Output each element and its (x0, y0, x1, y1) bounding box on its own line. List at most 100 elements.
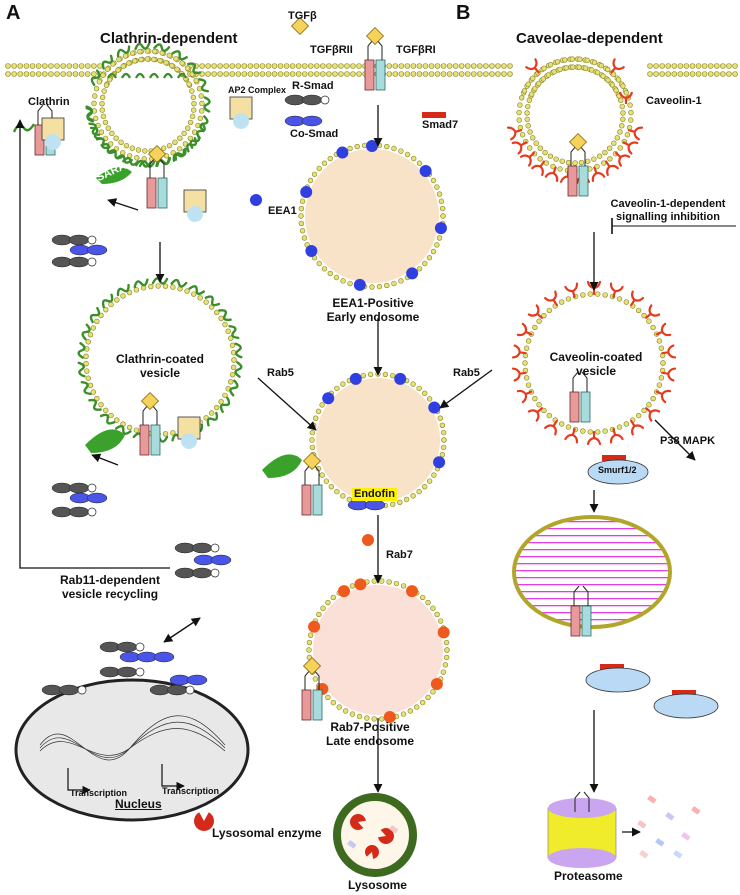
lipid-head (665, 71, 672, 77)
receptor-ectodomain (570, 145, 586, 166)
lipid-head (546, 412, 553, 419)
lipid-head (422, 260, 428, 267)
lipid-head (114, 297, 120, 303)
arrow-ccv-to-endosome (257, 377, 317, 431)
lipid-head (163, 60, 169, 66)
lipid-head (208, 410, 215, 416)
lipid-head (247, 71, 254, 77)
lysosome (333, 793, 417, 877)
degraded-fragment (655, 838, 665, 847)
lipid-head (440, 213, 446, 219)
lipid-head (536, 318, 542, 324)
clathrin-label: Clathrin (28, 96, 70, 108)
lipid-head (546, 307, 553, 314)
caveolin-dimer (645, 407, 661, 422)
lipid-head (98, 129, 105, 135)
lipid-head (29, 71, 36, 77)
lipid-head (326, 63, 332, 69)
lipid-head (307, 71, 314, 77)
lipid-head (342, 708, 349, 714)
lipid-head (398, 63, 405, 69)
lipid-head (229, 63, 236, 69)
co-smad (86, 244, 108, 256)
tgfb-receptor-pair (569, 371, 591, 423)
lipid-head (414, 704, 420, 710)
lipid-head (452, 63, 459, 69)
lipid-head (184, 65, 191, 71)
lipid-head (41, 63, 48, 69)
lipid-head (321, 160, 328, 166)
lipid-head (189, 113, 196, 120)
lipid-head (404, 63, 411, 69)
lipid-head (616, 424, 623, 430)
lipid-head (364, 715, 370, 721)
r-smad (68, 506, 90, 518)
caveolin-dimer (615, 151, 631, 167)
lipid-head (330, 594, 337, 601)
early-endosome-label: EEA1-Positive Early endosome (326, 296, 420, 324)
eea1-marker (394, 372, 407, 385)
lipid-head (392, 63, 399, 69)
lipid-head (404, 71, 411, 77)
lipid-head (517, 102, 523, 108)
lipid-head (152, 48, 158, 55)
clathrin-triskelion (133, 278, 149, 289)
lipid-head (519, 95, 525, 101)
lipid-head (295, 71, 302, 77)
ap2-subunit (181, 433, 197, 449)
endofin-label: Endofin (352, 488, 397, 501)
rab7-marker (354, 578, 367, 591)
ap2-subunit (233, 113, 249, 129)
r-smad (166, 684, 188, 696)
tgfbrii-label: TGFβRII (310, 44, 353, 56)
lipid-head (93, 86, 100, 92)
lipid-head (609, 82, 616, 88)
lipid-head (617, 129, 623, 135)
lipid-head (557, 166, 563, 172)
coats-layer (77, 42, 677, 446)
lipid-head (623, 421, 630, 427)
late-endosome-label: Rab7-Positive Late endosome (325, 720, 415, 748)
lipid-head (558, 421, 565, 427)
lipid-head (259, 71, 266, 77)
lipid-head (137, 48, 143, 55)
lipid-head (253, 71, 260, 77)
early-endosome (305, 149, 439, 283)
clathrin-triskelion (187, 62, 202, 75)
arrow-to-sara (107, 198, 139, 211)
lipid-head (591, 156, 597, 162)
lipid-head (386, 71, 393, 77)
lipid-head (306, 639, 313, 646)
tgfb-ligand (302, 656, 322, 676)
lipid-head (443, 654, 450, 661)
lipid-head (416, 71, 423, 77)
arrow-nucleus-to-smad (163, 617, 201, 643)
lipid-head (626, 124, 633, 131)
lipid-head (101, 88, 107, 94)
lipid-head (360, 372, 367, 379)
degraded-fragment (347, 840, 357, 849)
lipid-head (369, 284, 375, 290)
lipid-head (430, 689, 436, 695)
lipid-head (386, 63, 393, 69)
lipid-head (5, 71, 11, 77)
clathrin-triskelion (203, 96, 211, 113)
lipid-head (135, 147, 142, 153)
lipid-head (516, 109, 522, 116)
lipid-head (613, 87, 619, 93)
lipid-head (301, 63, 308, 69)
lipid-head (132, 58, 138, 64)
lipid-head (434, 184, 440, 190)
lipid-head (99, 100, 105, 107)
lipid-head (522, 360, 528, 366)
smad7-label: Smad7 (422, 119, 459, 131)
lipid-head (323, 478, 330, 484)
lipid-head (540, 76, 547, 82)
lipid-head (430, 605, 436, 611)
caveolin-dimer (511, 367, 527, 382)
lipid-head (545, 72, 552, 78)
lipid-head (425, 694, 431, 701)
lipid-head (173, 56, 179, 62)
co-smad (153, 651, 175, 663)
lipid-head (99, 94, 106, 101)
